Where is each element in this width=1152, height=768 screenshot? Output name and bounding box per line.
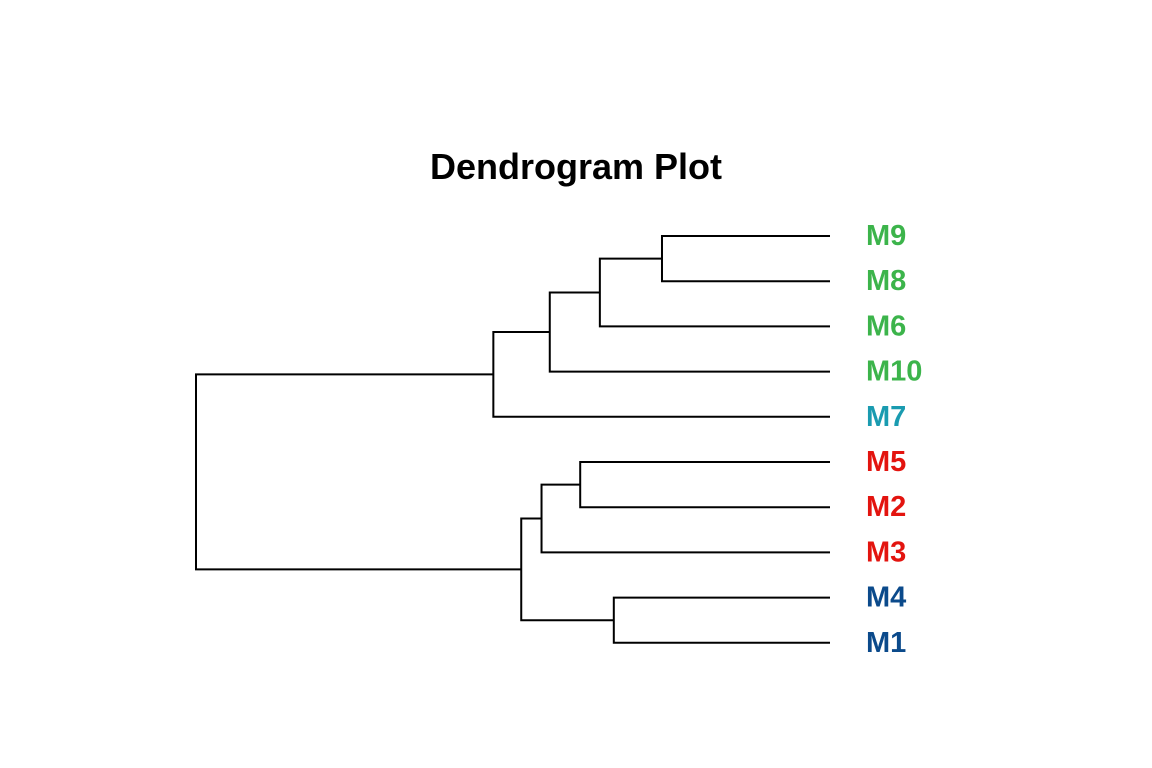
dendrogram-link-c4	[492, 331, 830, 418]
dendrogram-link-c5	[579, 461, 830, 509]
leaf-label-m1: M1	[866, 627, 906, 659]
dendrogram-link-c6	[540, 483, 830, 554]
dendrogram-link-c3	[548, 291, 830, 373]
leaf-label-m9: M9	[866, 220, 906, 252]
leaf-label-m6: M6	[866, 310, 906, 342]
dendrogram-link-c1	[660, 235, 830, 283]
leaf-label-m7: M7	[866, 401, 906, 433]
dendrogram-link-c2	[598, 257, 830, 328]
dendrogram-link-c9	[195, 373, 522, 571]
leaf-label-m10: M10	[866, 356, 922, 388]
leaf-label-m4: M4	[866, 582, 906, 614]
dendrogram-link-c8	[520, 517, 614, 622]
leaf-label-m3: M3	[866, 536, 906, 568]
dendrogram-links	[195, 235, 830, 644]
leaf-label-m2: M2	[866, 491, 906, 523]
dendrogram-link-c7	[612, 596, 830, 644]
leaf-label-m8: M8	[866, 265, 906, 297]
chart-title: Dendrogram Plot	[429, 146, 723, 187]
leaf-label-m5: M5	[866, 446, 906, 478]
